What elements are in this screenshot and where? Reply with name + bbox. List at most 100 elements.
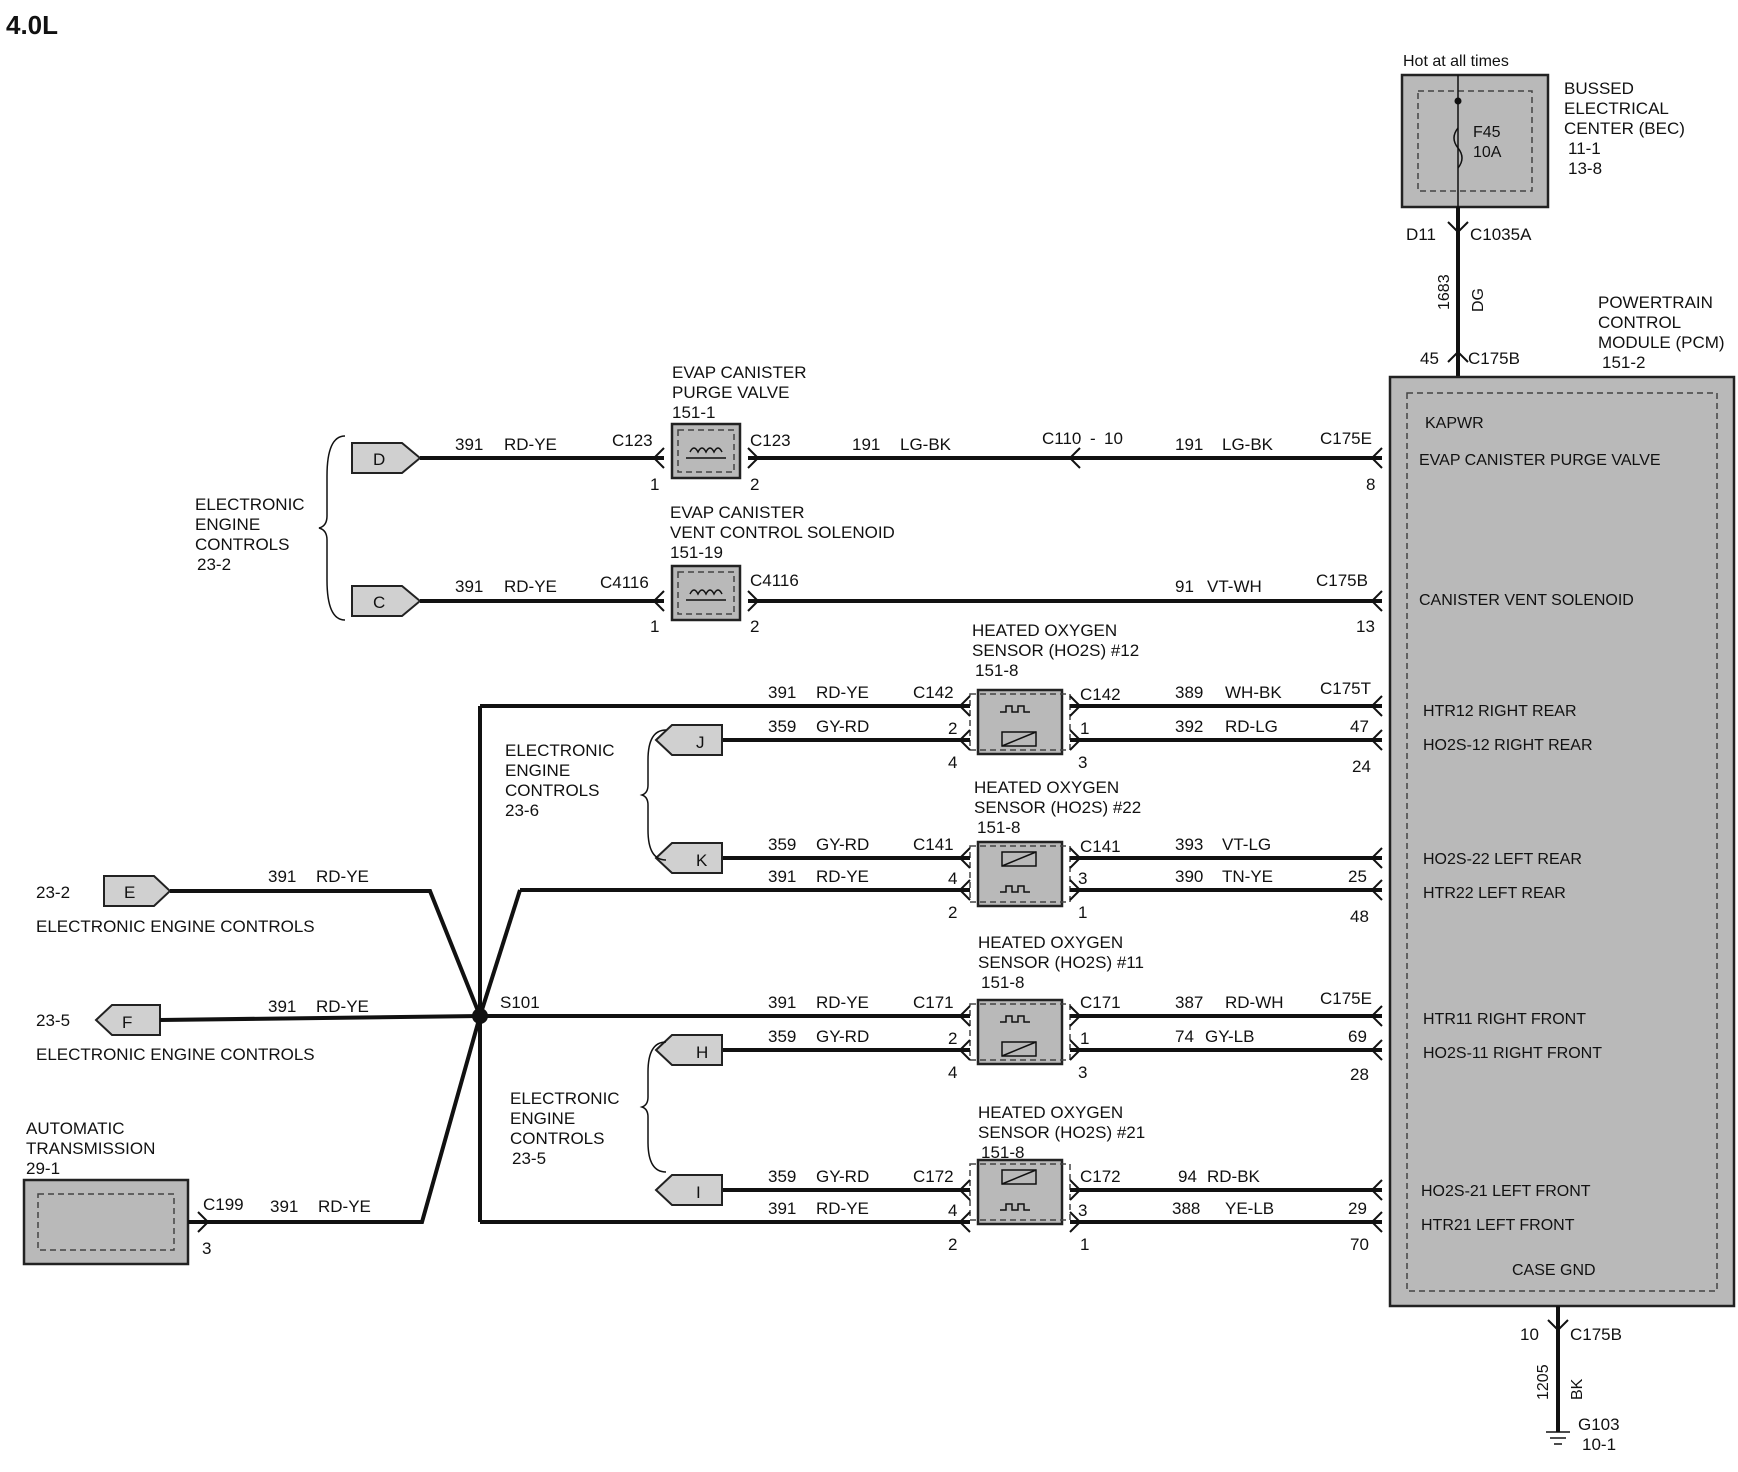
ho2s11-w1-color: RD-YE [816,993,869,1012]
pcm-title-1: POWERTRAIN [1598,293,1713,312]
ho2s21-pcm-pin1: 29 [1348,1199,1367,1218]
ho2s11-pcm-pin2: 28 [1350,1065,1369,1084]
purge-left-pin: 1 [650,475,659,494]
ho2s12-title-3: 151-8 [975,661,1018,680]
ho2s22-rpin-top: 3 [1078,869,1087,888]
purge-in-circuit: 391 [455,435,483,454]
ho2s22-w1-color: GY-RD [816,835,869,854]
ho2s11-pcm-pin1: 69 [1348,1027,1367,1046]
vent-right-pin: 2 [750,617,759,636]
pcm-pin-ho2s12: HO2S-12 RIGHT REAR [1423,737,1593,754]
pcm-pin-htr12: HTR12 RIGHT REAR [1423,703,1577,720]
tag-f [94,1004,161,1036]
e-ref: 23-2 [36,883,70,902]
ho2s22-lpin-bot: 2 [948,903,957,922]
trans-title-3: 29-1 [26,1159,60,1178]
ho2s11-rpin-top: 1 [1080,1029,1089,1048]
ho2s22-w2-color: RD-YE [816,867,869,886]
ho2s12-w1-color: RD-YE [816,683,869,702]
color-dg: DG [1470,288,1487,312]
brace-low [639,1041,667,1173]
ho2s12-conn-right: C142 [1080,685,1121,704]
engine-label: 4.0L [6,10,58,40]
ho2s11-lpin-bot: 4 [948,1063,957,1082]
ho2s22-rpin-bot: 1 [1078,903,1087,922]
c110-pin: 10 [1104,429,1123,448]
ho2s21-rpin-top: 3 [1078,1201,1087,1220]
eec-low-2: ENGINE [510,1109,575,1128]
ho2s-22: HEATED OXYGEN SENSOR (HO2S) #22 151-8 [969,778,1141,908]
ho2s21-p2: 388 [1172,1199,1200,1218]
ho2s21-p1: 94 [1178,1167,1197,1186]
ho2s22-pcm-pin2: 48 [1350,907,1369,926]
tag-h [654,1034,723,1066]
trans-title-1: AUTOMATIC [26,1119,125,1138]
pcm-pin-case-gnd: CASE GND [1512,1262,1596,1279]
tag-i [654,1174,723,1206]
arrows [958,695,1383,1233]
ho2s11-p1: 387 [1175,993,1203,1012]
tag-i-label: I [696,1183,701,1202]
ho2s11-c1: RD-WH [1225,993,1284,1012]
eec-mid-1: ELECTRONIC [505,741,615,760]
tag-c-label: C [373,593,385,612]
eec-top-1: ELECTRONIC [195,495,305,514]
tag-f-label: F [122,1013,132,1032]
ho2s12-pcm-conn: C175T [1320,679,1371,698]
gnd-conn: C175B [1570,1325,1622,1344]
pcm-pin-vent: CANISTER VENT SOLENOID [1419,592,1634,609]
pcm-pin-ho2s21: HO2S-21 LEFT FRONT [1421,1183,1591,1200]
ho2s11-p2: 74 [1175,1027,1194,1046]
evap-purge-valve: EVAP CANISTER PURGE VALVE 151-1 [670,363,806,480]
ho2s22-w2-circuit: 391 [768,867,796,886]
ho2s21-title-1: HEATED OXYGEN [978,1103,1123,1122]
ho2s11-conn-left: C171 [913,993,954,1012]
ho2s11-w1-circuit: 391 [768,993,796,1012]
purge-title-2: PURGE VALVE [672,383,789,402]
eec-top-2: ENGINE [195,515,260,534]
ho2s21-title-3: 151-8 [981,1143,1024,1162]
ho2s11-conn-right: C171 [1080,993,1121,1012]
c110-dash: - [1090,429,1096,448]
f-ref: 23-5 [36,1011,70,1030]
pcm-top-conn: C175B [1468,349,1520,368]
tag-k [654,842,723,874]
ho2s22-p1: 393 [1175,835,1203,854]
ho2s21-conn-right: C172 [1080,1167,1121,1186]
tag-d-label: D [373,450,385,469]
ground-symbol [1546,1431,1570,1445]
ho2s21-conn-left: C172 [913,1167,954,1186]
ho2s11-c2: GY-LB [1205,1027,1254,1046]
pcm-pin-htr21: HTR21 LEFT FRONT [1421,1217,1575,1234]
purge-right-conn: C123 [750,431,791,450]
pcm-module: POWERTRAIN CONTROL MODULE (PCM) 151-2 45… [1388,293,1736,1308]
eec-mid-4: 23-6 [505,801,539,820]
ho2s11-title-3: 151-8 [981,973,1024,992]
bec-pin: D11 [1406,225,1436,244]
vent-left-pin: 1 [650,617,659,636]
f-label: ELECTRONIC ENGINE CONTROLS [36,1045,315,1064]
brace-top [318,435,346,621]
trans-conn: C199 [203,1195,244,1214]
bec-title-1: BUSSED [1564,79,1634,98]
e-color: RD-YE [316,867,369,886]
f-circuit: 391 [268,997,296,1016]
bec-title-2: ELECTRICAL [1564,99,1669,118]
ho2s22-p2: 390 [1175,867,1203,886]
bec-title-3: CENTER (BEC) [1564,119,1685,138]
ho2s-11: HEATED OXYGEN SENSOR (HO2S) #11 151-8 [969,933,1144,1066]
pcm-title-3: MODULE (PCM) [1598,333,1725,352]
purge-out-circuit: 191 [852,435,880,454]
eec-top-3: CONTROLS [195,535,289,554]
purge-in-color: RD-YE [504,435,557,454]
tag-c [351,585,422,617]
ho2s12-conn-left: C142 [913,683,954,702]
ho2s12-w1-circuit: 391 [768,683,796,702]
ho2s22-lpin-top: 4 [948,869,957,888]
pcm-pin-ho2s11: HO2S-11 RIGHT FRONT [1423,1045,1602,1062]
tag-d [351,442,422,474]
pcm-pin-evap-purge: EVAP CANISTER PURGE VALVE [1419,452,1661,469]
bec-block: Hot at all times F45 10A BUSSED ELECTRIC… [1400,53,1685,209]
vent-left-conn: C4116 [600,573,649,592]
